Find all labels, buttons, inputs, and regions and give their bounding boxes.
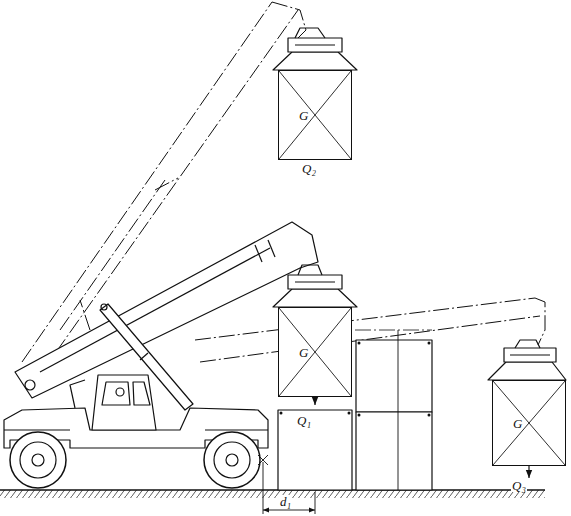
drawing-stroke <box>295 28 325 38</box>
drawing-stroke <box>504 348 556 362</box>
diagonal-line <box>493 381 565 465</box>
drawing-stroke <box>205 429 268 430</box>
container-diagonals <box>279 71 351 159</box>
load-label: Q₃ <box>511 479 527 492</box>
spreader <box>488 340 566 380</box>
load-label: Q₁ <box>296 414 312 427</box>
ground-hatch <box>0 490 545 498</box>
container-diagonals <box>493 381 565 465</box>
spreader <box>273 28 357 70</box>
weight-center-label: G <box>513 417 522 430</box>
drawing-stroke <box>255 245 262 262</box>
diagonal-line <box>279 308 351 396</box>
diagonal-line <box>279 308 351 396</box>
drawing-stroke <box>40 248 270 372</box>
drawing-stroke <box>10 432 66 488</box>
drawing-stroke <box>272 2 306 40</box>
drawing-stroke <box>355 330 432 331</box>
shipping-container: G <box>278 307 352 397</box>
operator-cab <box>92 375 156 430</box>
container-stack <box>278 330 432 490</box>
drawing-stroke <box>263 510 315 511</box>
drawing-stroke <box>358 414 361 417</box>
drawing-stroke <box>356 340 432 412</box>
drawing-stroke <box>204 432 260 488</box>
drawing-stroke <box>92 375 156 430</box>
drawing-stroke <box>101 304 107 310</box>
drawing-stroke <box>32 454 44 466</box>
weight-center-label: G <box>299 346 308 359</box>
drawing-stroke <box>515 340 540 348</box>
drawing-stroke <box>268 240 275 257</box>
drawing-stroke <box>428 414 431 417</box>
drawing-stroke <box>510 354 550 355</box>
diagonal-line <box>493 381 565 465</box>
drawing-stroke <box>273 289 357 307</box>
ground-line <box>0 489 545 491</box>
drawing-stroke <box>133 382 150 405</box>
container-diagonals <box>279 308 351 396</box>
shipping-container: G <box>492 380 566 466</box>
drawing-stroke <box>288 38 342 52</box>
dimension-label: d₁ <box>279 495 292 508</box>
drawing-stroke <box>535 298 545 345</box>
front-wheel <box>204 432 268 488</box>
drawing-stroke <box>288 275 342 289</box>
drawing-stroke <box>155 178 178 190</box>
drawing-stroke <box>358 342 361 345</box>
drawing-stroke <box>280 412 283 415</box>
drawing-stroke <box>488 362 566 380</box>
drawing-stroke <box>273 52 357 70</box>
drawing-stroke <box>226 454 238 466</box>
drawing-stroke <box>398 330 399 490</box>
drawing-stroke <box>102 382 130 405</box>
spreader <box>273 265 357 307</box>
drawing-stroke <box>20 442 56 478</box>
drawing-stroke <box>140 353 148 360</box>
drawing-stroke <box>278 410 352 490</box>
drawing-stroke <box>295 281 335 282</box>
drawing-stroke <box>4 429 70 430</box>
drawing-stroke <box>15 222 318 398</box>
load-label: Q₂ <box>301 162 317 175</box>
drawing-stroke <box>298 265 322 275</box>
drawing-stroke <box>80 300 90 330</box>
diagonal-line <box>279 71 351 159</box>
weight-center-label: G <box>299 109 308 122</box>
drawing-stroke <box>116 388 124 396</box>
drawing-stroke <box>356 412 432 490</box>
drawing-stroke <box>428 342 431 345</box>
drawing-stroke <box>348 412 351 415</box>
drawing-stroke <box>263 462 264 514</box>
diagonal-line <box>279 71 351 159</box>
drawing-stroke <box>214 442 250 478</box>
dimension-d1 <box>263 462 315 514</box>
shipping-container: G <box>278 70 352 160</box>
rear-wheel <box>10 432 66 488</box>
main-boom <box>15 222 318 398</box>
drawing-stroke <box>70 380 85 408</box>
drawing-stroke <box>25 380 35 390</box>
drawing-stroke <box>195 298 535 340</box>
drawing-stroke <box>315 492 316 514</box>
drawing-stroke <box>295 44 335 45</box>
